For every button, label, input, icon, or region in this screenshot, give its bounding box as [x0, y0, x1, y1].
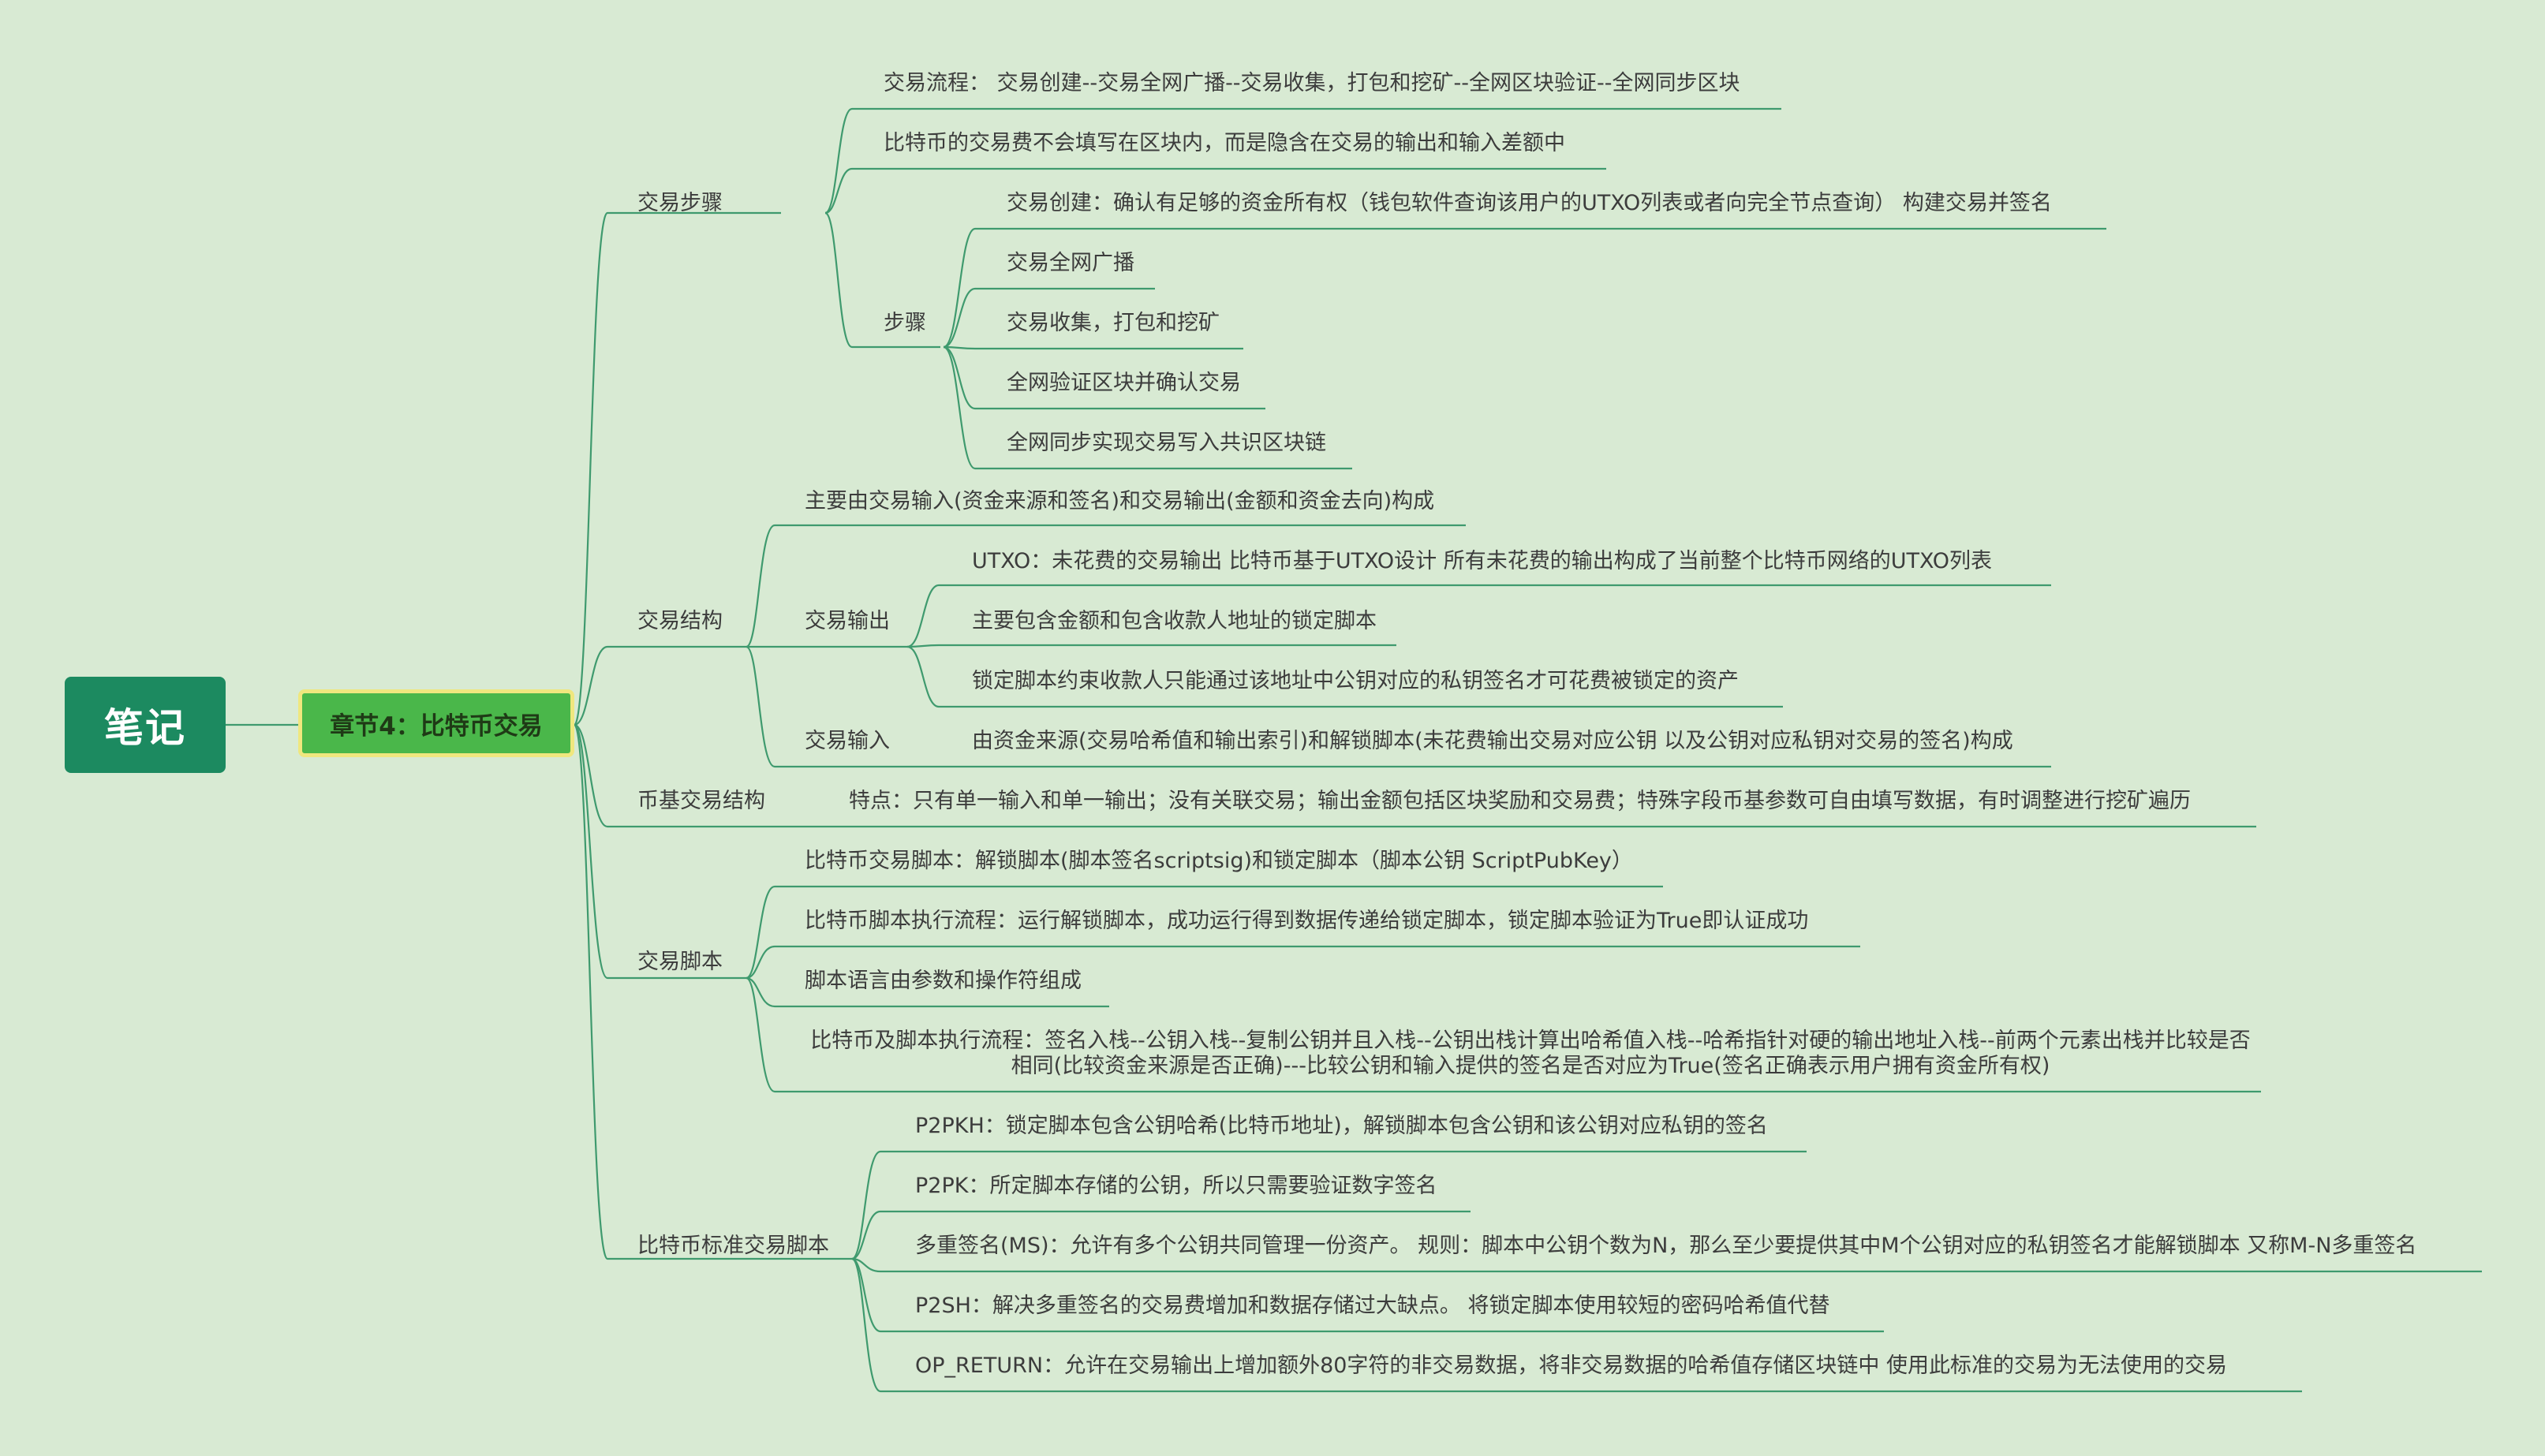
standard-op-return[interactable]: OP_RETURN：允许在交易输出上增加额外80字符的非交易数据，将非交易数据的…: [915, 1353, 2228, 1378]
structure-output[interactable]: 交易输出: [805, 609, 890, 633]
structure-summary[interactable]: 主要由交易输入(资金来源和签名)和交易输出(金额和资金去向)构成: [805, 489, 1435, 513]
connector-output-child-1: [906, 584, 2051, 648]
connector-output-child-3: [906, 645, 1783, 708]
connector-branch-4-child-1: [746, 885, 1663, 980]
connector-branch-4-child-4: [746, 976, 2261, 1093]
connector-branch-4-child-2: [746, 945, 1860, 980]
output-item-lock-script[interactable]: 锁定脚本约束收款人只能通过该地址中公钥对应的私钥签名才可花费被锁定的资产: [972, 669, 1739, 693]
connector-chapter-branch-4: [573, 723, 746, 980]
steps-item-create[interactable]: 交易创建：确认有足够的资金所有权（钱包软件查询该用户的UTXO列表或者向完全节点…: [1007, 191, 2052, 215]
steps-flow[interactable]: 交易流程： 交易创建--交易全网广播--交易收集，打包和挖矿--全网区块验证--…: [884, 71, 1740, 95]
coinbase-features[interactable]: 特点：只有单一输入和单一输出；没有关联交易；输出金额包括区块奖励和交易费；特殊字…: [849, 789, 2191, 813]
script-execution-flow[interactable]: 比特币脚本执行流程：运行解锁脚本，成功运行得到数据传递给锁定脚本，锁定脚本验证为…: [805, 909, 1809, 933]
connector-steps-child-5: [943, 345, 1352, 470]
connector-chapter-branch-3: [574, 723, 830, 828]
structure-input[interactable]: 交易输入: [805, 729, 890, 753]
branch-coinbase-structure[interactable]: 币基交易结构: [637, 789, 765, 813]
script-definition[interactable]: 比特币交易脚本：解锁脚本(脚本签名scriptsig)和锁定脚本（脚本公钥 Sc…: [805, 849, 1633, 873]
chapter-node[interactable]: 章节4：比特币交易: [298, 689, 574, 757]
connector-branch-1-child-2: [824, 167, 1606, 215]
connector-branch-5-child-5: [851, 1257, 2302, 1393]
connector-branch-5-child-3: [851, 1257, 2482, 1273]
connector-branch-4-child-3: [746, 976, 1109, 1008]
connector-steps-child-1: [943, 227, 2106, 349]
connector-chapter-branch-5: [573, 723, 852, 1260]
script-stack-flow[interactable]: 比特币及脚本执行流程：签名入栈--公钥入栈--复制公钥并且入栈--公钥出栈计算出…: [810, 1029, 2251, 1078]
connector-branch-5-child-4: [851, 1257, 1884, 1333]
output-item-utxo[interactable]: UTXO：未花费的交易输出 比特币基于UTXO设计 所有未花费的输出构成了当前整…: [972, 549, 1992, 573]
connector-branch-1-child-3: [824, 211, 940, 349]
connector-branch-5-child-2: [851, 1210, 1471, 1260]
steps-item-broadcast[interactable]: 交易全网广播: [1007, 251, 1134, 275]
root-node[interactable]: 笔记: [65, 677, 226, 773]
steps-item-verify[interactable]: 全网验证区块并确认交易: [1007, 371, 1241, 395]
steps-subbranch[interactable]: 步骤: [884, 311, 926, 335]
connector-output-child-2: [906, 644, 1396, 648]
steps-item-collect[interactable]: 交易收集，打包和挖矿: [1007, 311, 1220, 335]
branch-transaction-script[interactable]: 交易脚本: [637, 950, 723, 974]
standard-p2pkh[interactable]: P2PKH：锁定脚本包含公钥哈希(比特币地址)，解锁脚本包含公钥和该公钥对应私钥…: [915, 1114, 1768, 1138]
branch-transaction-structure[interactable]: 交易结构: [637, 609, 723, 633]
connector-branch-1-child-1: [824, 107, 1781, 215]
connector-branch-2-child-1: [746, 524, 1466, 648]
standard-p2sh[interactable]: P2SH：解决多重签名的交易费增加和数据存储过大缺点。 将锁定脚本使用较短的密码…: [915, 1294, 1830, 1318]
connector-steps-child-3: [943, 345, 1243, 350]
output-item-content[interactable]: 主要包含金额和包含收款人地址的锁定脚本: [972, 609, 1377, 633]
connector-branch-5-child-1: [851, 1150, 1807, 1260]
script-language[interactable]: 脚本语言由参数和操作符组成: [805, 969, 1082, 993]
input-item-composition[interactable]: 由资金来源(交易哈希值和输出索引)和解锁脚本(未花费输出交易对应公钥 以及公钥对…: [972, 729, 2013, 753]
connector-steps-child-2: [943, 287, 1155, 349]
steps-item-sync[interactable]: 全网同步实现交易写入共识区块链: [1007, 431, 1326, 455]
connector-chapter-branch-2: [574, 645, 746, 726]
branch-transaction-steps[interactable]: 交易步骤: [637, 191, 723, 215]
steps-fee-note[interactable]: 比特币的交易费不会填写在区块内，而是隐含在交易的输出和输入差额中: [884, 131, 1565, 155]
standard-p2pk[interactable]: P2PK：所定脚本存储的公钥，所以只需要验证数字签名: [915, 1174, 1437, 1198]
branch-standard-scripts[interactable]: 比特币标准交易脚本: [637, 1234, 829, 1258]
connector-chapter-branch-1: [573, 211, 781, 726]
connector-steps-child-4: [943, 345, 1265, 410]
connector-branch-2-child-3: [746, 645, 907, 768]
standard-multisig[interactable]: 多重签名(MS)：允许有多个公钥共同管理一份资产。 规则：脚本中公钥个数为N，那…: [915, 1234, 2417, 1258]
chapter-label: 章节4：比特币交易: [330, 711, 543, 741]
